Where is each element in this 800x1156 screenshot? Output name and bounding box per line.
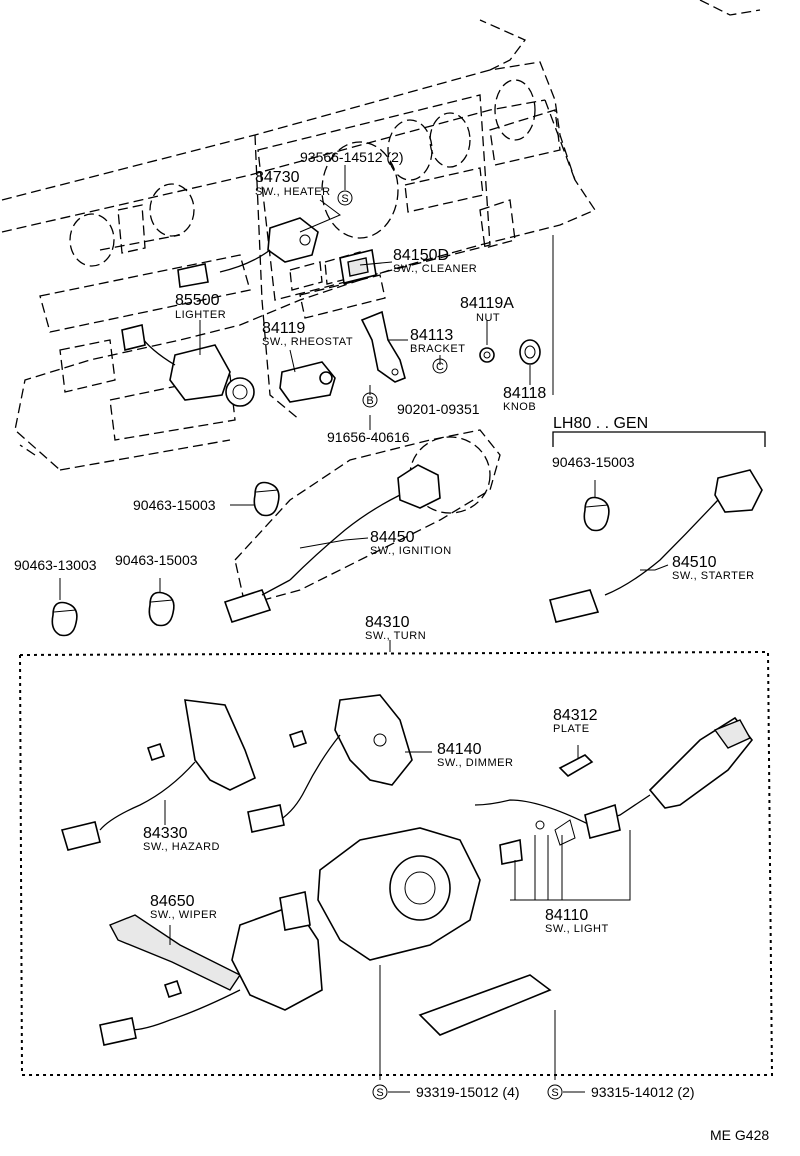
symbol-s-left: S [372, 1084, 388, 1100]
svg-text:S: S [341, 193, 348, 205]
nut-part [479, 347, 495, 363]
label-84118: 84118 [503, 385, 546, 402]
variant-bracket [552, 431, 766, 447]
connector-strip-part [418, 974, 552, 1036]
label-84650-desc: SW., WIPER [150, 909, 217, 921]
clamp-90463-15003-c [148, 591, 175, 627]
label-85500-desc: LIGHTER [175, 309, 226, 321]
turn-switch-group-box [18, 650, 774, 1076]
heater-switch-part [177, 217, 319, 288]
steering-column [234, 429, 501, 606]
label-90463-13003: 90463-13003 [14, 557, 97, 573]
svg-text:S: S [376, 1087, 383, 1099]
label-84110-desc: SW., LIGHT [545, 923, 609, 935]
label-84119a-desc: NUT [476, 312, 500, 324]
label-84312: 84312 [553, 707, 598, 724]
variant-label: LH80 . . GEN [553, 415, 648, 432]
bracket-part [360, 310, 406, 383]
dimmer-switch-part [247, 694, 413, 833]
clamp-90463-13003 [51, 601, 78, 637]
label-84113: 84113 [410, 327, 453, 344]
label-84113-desc: BRACKET [410, 343, 465, 355]
label-84450: 84450 [370, 529, 415, 546]
label-84730: 84730 [255, 169, 300, 186]
label-84140: 84140 [437, 741, 482, 758]
label-84119: 84119 [262, 320, 305, 337]
label-84110: 84110 [545, 907, 588, 924]
turn-switch-body [317, 827, 481, 961]
label-84150d-desc: SW., CLEANER [393, 263, 477, 275]
svg-text:B: B [366, 395, 373, 407]
label-90201: 90201-09351 [397, 401, 480, 417]
wiper-switch-part [99, 891, 323, 1046]
hazard-switch-part [60, 699, 256, 851]
footer-code: ME G428 [710, 1127, 769, 1143]
dashboard-panel [1, 0, 761, 471]
label-91656: 91656-40616 [327, 429, 410, 445]
label-84730-desc: SW., HEATER [255, 186, 331, 198]
starter-switch-part [549, 469, 763, 623]
label-84510: 84510 [672, 554, 717, 571]
label-93566: 93566-14512 (2) [300, 149, 404, 165]
light-switch-part [474, 716, 754, 865]
rheostat-part [279, 361, 336, 403]
label-84312-desc: PLATE [553, 723, 590, 735]
label-84450-desc: SW., IGNITION [370, 545, 452, 557]
clamp-90463-15003-a [253, 481, 280, 517]
knob-part [519, 339, 541, 365]
cleaner-switch-part [339, 249, 377, 284]
svg-text:S: S [551, 1087, 558, 1099]
label-84310: 84310 [365, 614, 410, 631]
symbol-s-upper: S [337, 190, 353, 206]
label-84119a: 84119A [460, 295, 514, 312]
clamp-90463-15003-b [583, 496, 610, 532]
label-93315: 93315-14012 (2) [591, 1084, 695, 1100]
leader-lines [59, 165, 669, 1093]
label-84140-desc: SW., DIMMER [437, 757, 513, 769]
symbol-s-right: S [547, 1084, 563, 1100]
label-84118-desc: KNOB [503, 401, 536, 413]
label-84510-desc: SW., STARTER [672, 570, 755, 582]
label-84330: 84330 [143, 825, 188, 842]
symbol-b: B [362, 392, 378, 408]
label-84150d: 84150D [393, 247, 449, 264]
label-90463-15003-c: 90463-15003 [115, 552, 198, 568]
plate-part [558, 754, 594, 778]
label-85500: 85500 [175, 292, 220, 309]
label-84119-desc: SW., RHEOSTAT [262, 336, 353, 348]
lighter-part [121, 324, 255, 407]
label-84650: 84650 [150, 893, 195, 910]
label-84330-desc: SW., HAZARD [143, 841, 220, 853]
symbol-c: C [432, 358, 448, 374]
label-93319: 93319-15012 (4) [416, 1084, 520, 1100]
svg-text:C: C [436, 361, 444, 373]
label-84310-desc: SW., TURN [365, 630, 426, 642]
label-90463-15003-b: 90463-15003 [552, 454, 635, 470]
ignition-switch-part [223, 464, 441, 623]
label-90463-15003-a: 90463-15003 [133, 497, 216, 513]
